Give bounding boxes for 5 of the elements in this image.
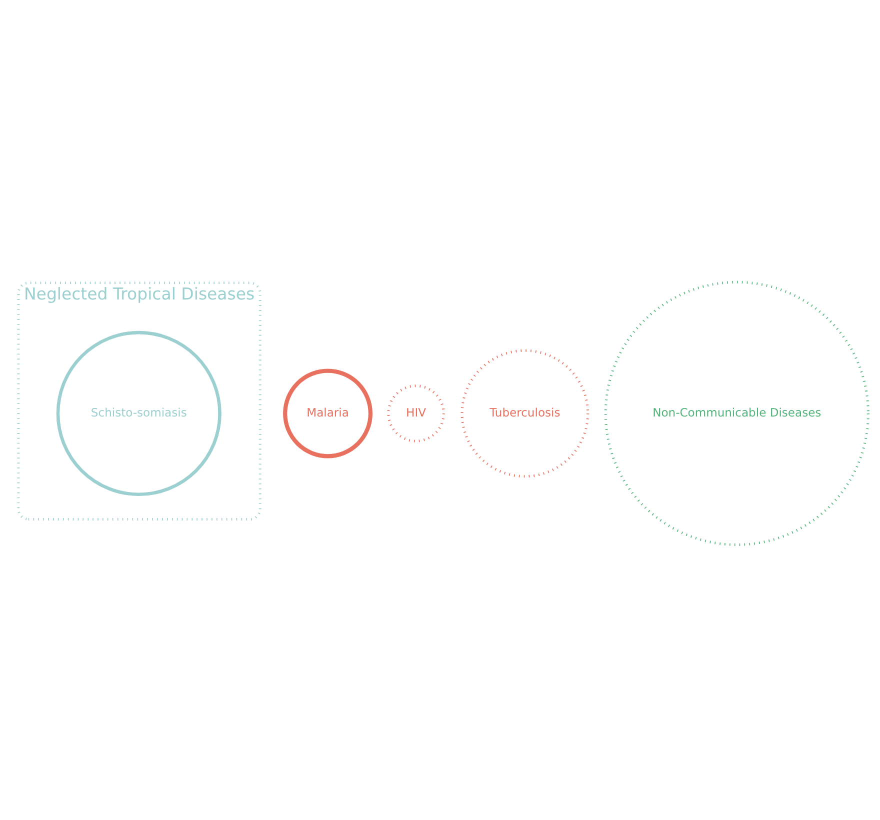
node-circle: HIV <box>387 384 445 442</box>
node-circle: Non-Communicable Diseases <box>604 280 870 546</box>
node-circle: Tuberculosis <box>460 348 590 478</box>
node-circle: Schisto-somiasis <box>56 330 222 496</box>
node-circle: Malaria <box>283 368 373 458</box>
